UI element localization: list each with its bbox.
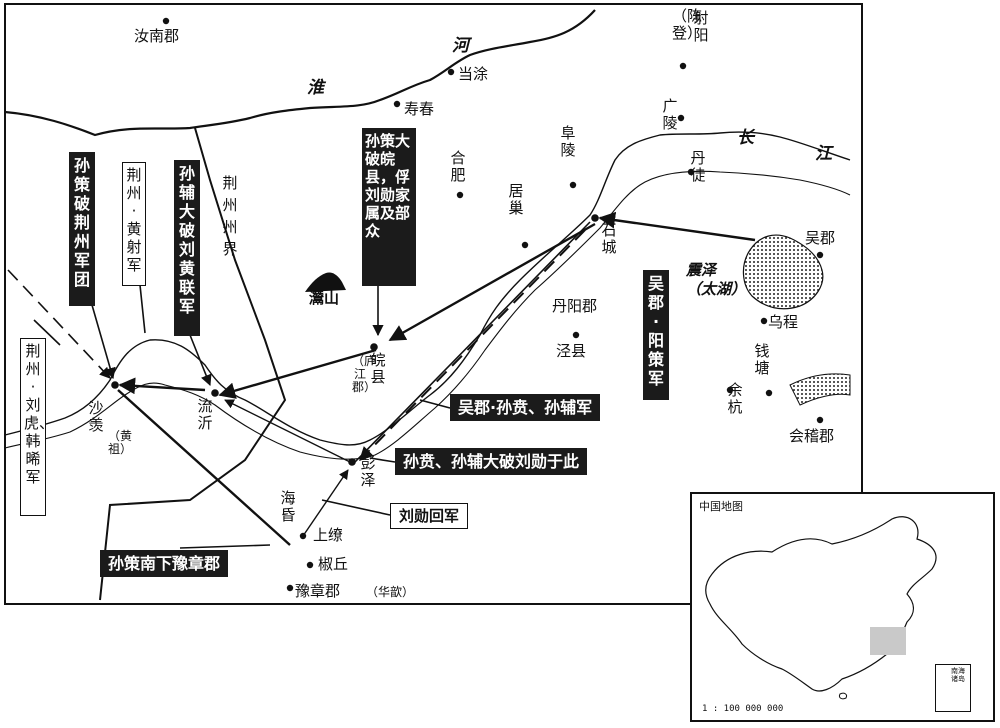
qiantang-bay [789,373,851,406]
campaign-arrows [117,211,756,546]
arrow-shaxian-south [117,389,291,546]
river-label-jiang: 江 [815,144,832,164]
city-dots [111,17,824,592]
callout-jingzhou-liuhu: 荆州·刘虎、韩晞军 [20,338,54,516]
label-runan: 汝南郡 [134,27,180,45]
label-fuling: 阜陵 [560,124,576,159]
callout-sunben-po-liuxun: 孙贲、孙辅大破刘勋于此 [395,448,588,475]
arrow-wujun-to-shicheng [598,211,756,242]
arrow-wanxian-to-liuqi [218,348,377,399]
label-wanxian: 皖县 [370,351,386,386]
jingzhou-border [99,127,287,601]
inset-highlight-region [870,627,906,655]
china-outline [705,516,937,700]
label-dangtu: 当涂 [458,65,489,83]
inset-scale: 1 : 100 000 000 [702,704,784,714]
label-dantu: 丹徒 [690,149,706,184]
label-wujun: 吴郡 [805,229,836,247]
label-danyang: 丹阳郡 [552,297,598,315]
label-wucheng: 乌程 [768,313,799,331]
label-kuaiji: 会稽郡 [789,427,835,445]
arrow-shicheng-to-wanxian [388,222,596,342]
label-huangzu: （黄祖） [108,429,133,456]
label-jingzhou-border: 荆州州界 [222,174,238,258]
callout-sunce-po-wanxian: 孙策大破皖县，俘刘勋家属及部众 [362,128,416,286]
label-guangling: 广陵 [662,97,678,132]
arrow-haihun-to-pengze [302,469,349,537]
arrow-wujun-sunben-route [359,229,586,462]
river-label-he: 河 [452,36,469,56]
river-label-huai: 淮 [307,78,324,98]
callout-sunfu-po-liuhuang: 孙辅大破刘黄联军 [174,160,200,336]
label-taihu: （太湖） [686,280,747,298]
label-shaxian: 沙羡 [88,399,104,434]
label-qiantang: 钱塘 [754,342,770,377]
label-yuzhang: 豫章郡 [295,582,341,600]
inset-title: 中国地图 [699,500,743,513]
qianshan-mountain-icon [305,272,346,292]
arrow-pengze-to-liuqi [224,399,351,463]
arrow-shicheng-to-pengze [354,221,591,463]
callout-liuxun-huijun: 刘勋回军 [390,503,469,529]
label-huaxin: （华歆） [366,585,415,599]
callout-sunce-nanxia: 孙策南下豫章郡 [100,550,229,577]
callout-pointers [33,284,451,549]
callout-wujun-sunben: 吴郡·孙贲、孙辅军 [450,394,601,421]
arrow-liuqi-to-shaxian [118,377,206,395]
label-shangliao: 上缭 [313,526,344,544]
label-juchao: 居巢 [508,182,524,217]
china-inset-map: 中国地图 南海诸岛 1 : 100 000 000 [690,492,995,722]
tai-lake [742,234,824,310]
label-pengze: 彭泽 [360,454,376,489]
label-jiaoqiu: 椒丘 [318,555,349,573]
label-haihun: 海昏 [280,489,296,524]
label-yuhang: 余杭 [727,381,743,416]
south-china-sea-label: 南海诸岛 [951,667,965,683]
callout-sunce-po-jingzhou: 孙策破荆州军团 [69,152,95,306]
south-china-sea-box: 南海诸岛 [935,664,971,712]
label-qianshan: 灊山 [309,289,340,307]
callout-wujun-yangce: 吴郡·阳策军 [643,270,669,400]
label-jingxian: 泾县 [556,342,587,360]
label-liuqi: 流沂 [197,397,213,432]
map-frame [4,3,863,605]
label-zhenze: 震泽 [686,261,717,279]
label-shouchun: 寿春 [404,100,435,118]
label-lujiang: （庐江郡） [352,354,377,394]
yangtze-river-north-bank [4,131,851,446]
arrow-jingzhou-liuhu-route [7,269,111,379]
huai-river [4,9,596,137]
river-label-chang: 长 [737,128,754,148]
label-shicheng: 石城 [601,221,617,256]
callout-jingzhou-huangshe: 荆州·黄射军 [122,162,146,286]
label-chendeng: （陈登） [672,7,703,42]
label-hefei: 合肥 [450,149,466,184]
label-sheyang: 射阳 [693,9,709,44]
